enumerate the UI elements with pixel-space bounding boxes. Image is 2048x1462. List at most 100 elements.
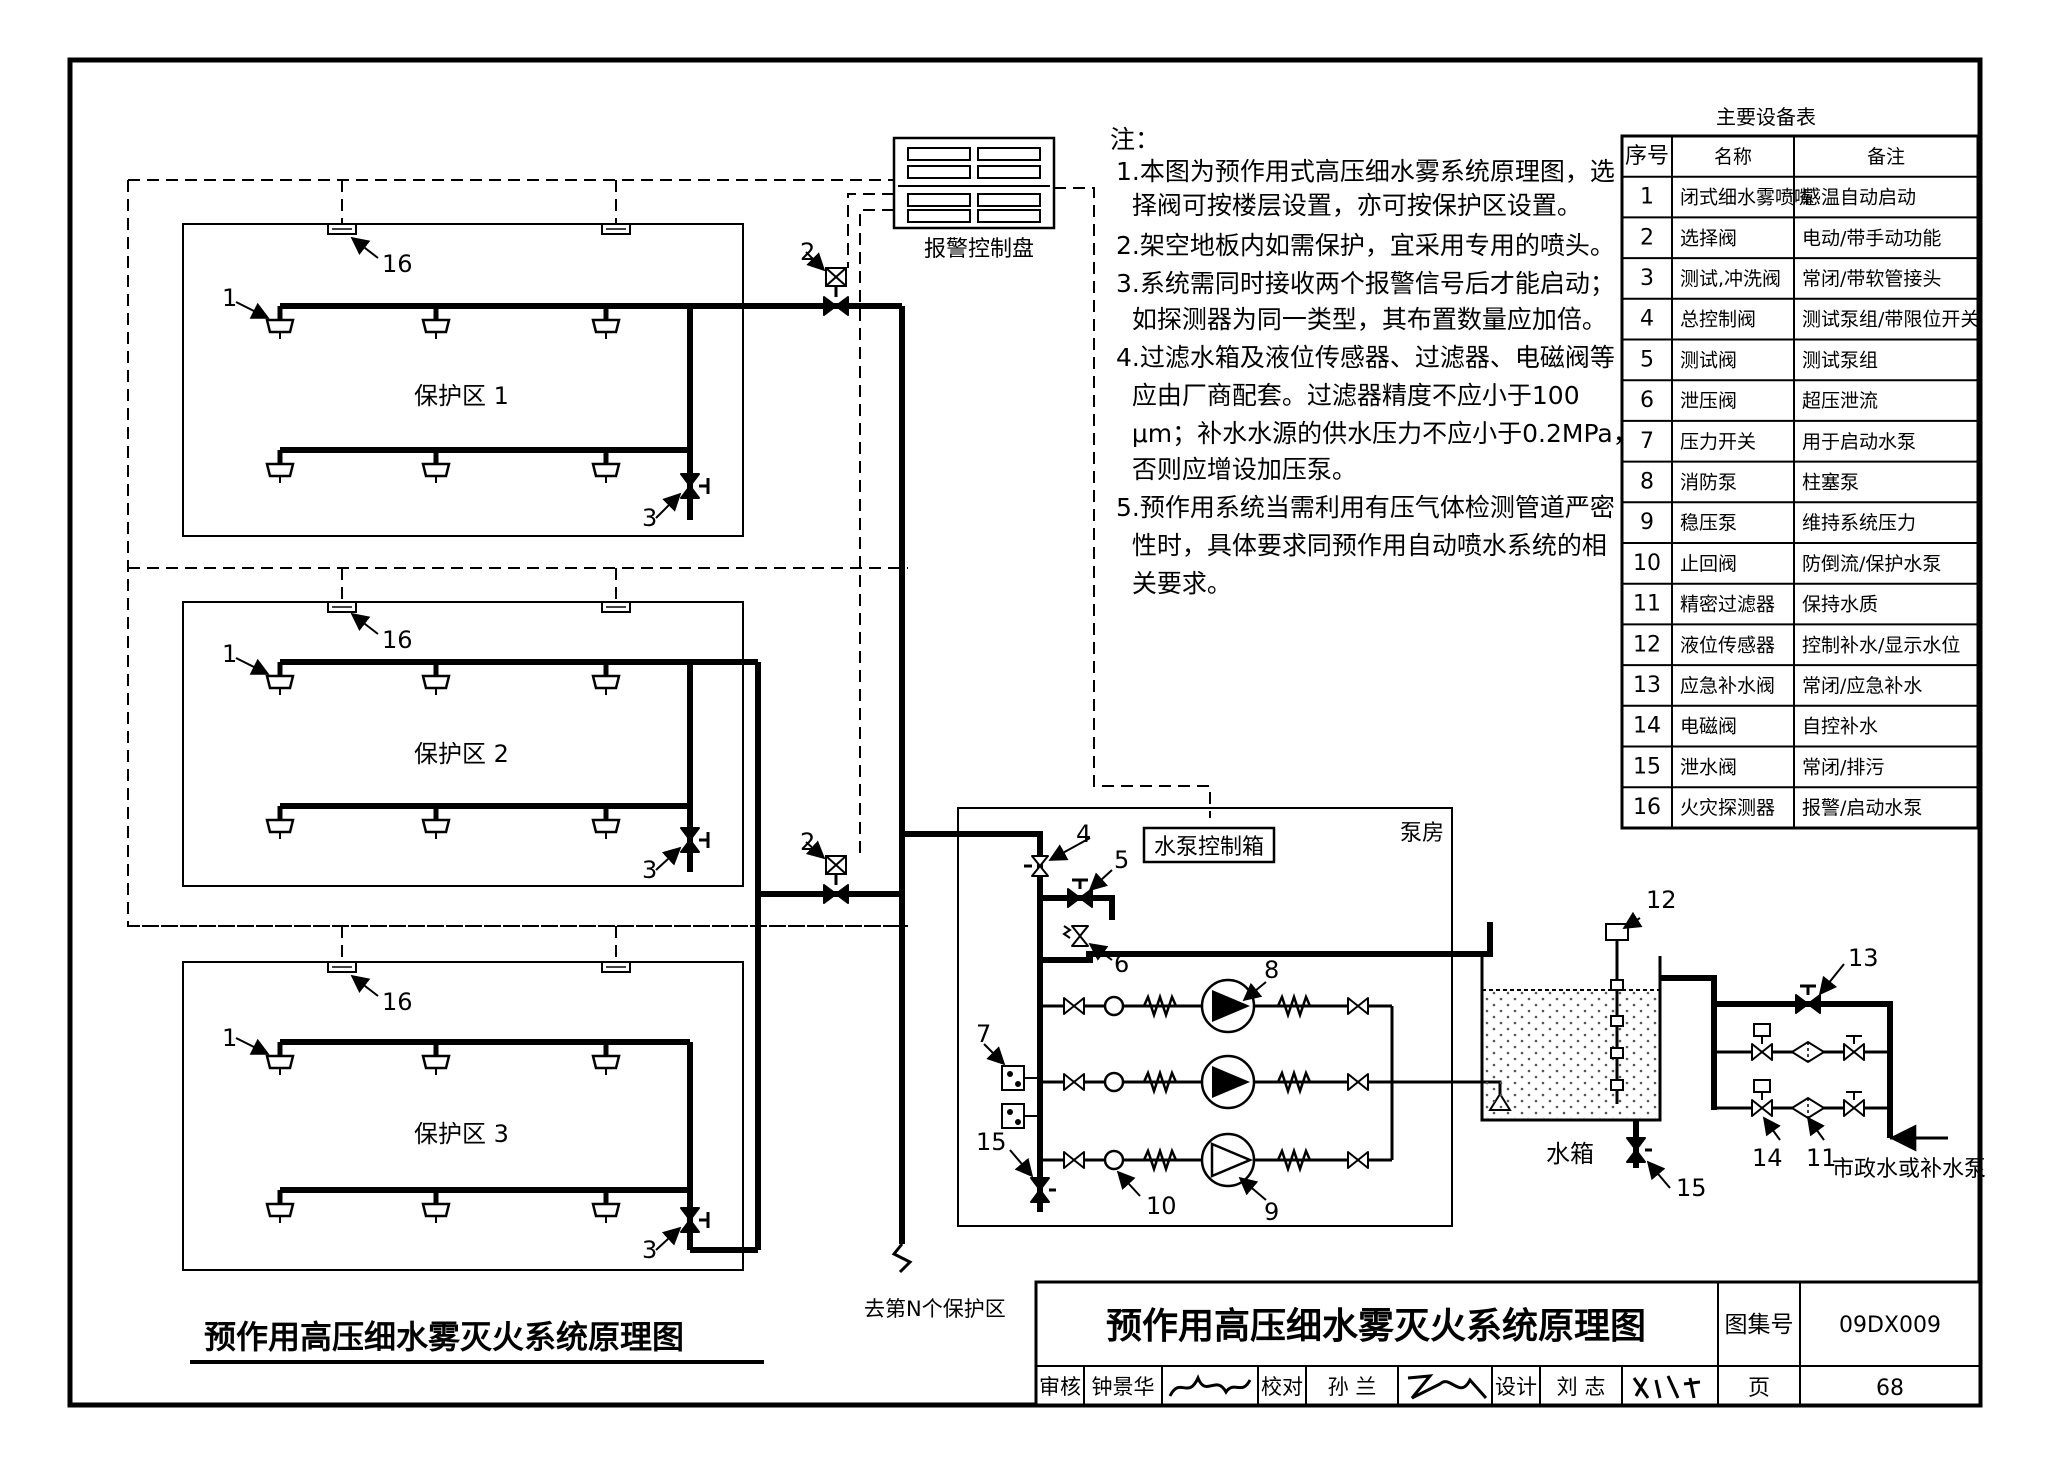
label-13: 13	[1848, 944, 1879, 972]
selector-valve-number: 2	[800, 238, 815, 266]
check-name: 孙 兰	[1328, 1375, 1377, 1399]
fine-filter-icon	[1791, 1041, 1825, 1063]
makeup-water: 13 14 11 市政水或补水泵	[1660, 944, 1986, 1182]
table-cell: 10	[1633, 551, 1661, 576]
note-line: 应由厂商配套。过滤器精度不应小于100	[1116, 381, 1580, 410]
mist-nozzle-icon	[593, 662, 619, 695]
table-cell: 柱塞泵	[1802, 471, 1859, 493]
zone-label: 保护区 2	[414, 740, 509, 768]
valve-icon	[1843, 1043, 1865, 1061]
table-cell: 闭式细水雾喷嘴	[1680, 187, 1813, 209]
table-cell: 压力开关	[1680, 431, 1756, 453]
valve-icon	[1347, 997, 1369, 1015]
note-line: 择阀可按楼层设置，亦可按保护区设置。	[1116, 191, 1582, 220]
note-line: μm；补水水源的供水压力不应小于0.2MPa，	[1116, 419, 1638, 448]
table-cell: 测试阀	[1680, 349, 1737, 371]
table-cell: 感温自动启动	[1802, 187, 1916, 209]
mist-nozzle-icon	[593, 1190, 619, 1223]
protection-zone-1: 16 1 3 保护区 1	[128, 179, 908, 537]
mist-nozzle-icon	[593, 806, 619, 839]
test-flush-valve-icon	[680, 1207, 700, 1233]
label-6: 6	[1114, 950, 1129, 978]
zone-label: 保护区 1	[414, 382, 509, 410]
signal-bus-left	[127, 180, 908, 927]
main-control-valve-icon	[1031, 855, 1049, 877]
valve-number: 3	[642, 856, 657, 884]
fine-filter-icon	[1791, 1097, 1825, 1119]
protection-zone-3: 16 1 3 保护区 3	[128, 925, 908, 1271]
table-cell: 总控制阀	[1680, 309, 1756, 331]
next-zone-label: 去第N个保护区	[864, 1297, 1006, 1321]
label-8: 8	[1264, 956, 1279, 984]
label-4: 4	[1076, 820, 1091, 848]
selector-valve-2: 2	[800, 828, 849, 904]
table-cell: 测试泵组	[1802, 349, 1878, 371]
label-11: 11	[1806, 1144, 1837, 1172]
detector-number: 16	[382, 988, 413, 1016]
pump-control-box-label: 水泵控制箱	[1154, 835, 1264, 860]
table-cell: 控制补水/显示水位	[1802, 634, 1960, 656]
label-5: 5	[1114, 846, 1129, 874]
table-cell: 用于启动水泵	[1802, 431, 1916, 453]
review-name: 钟景华	[1092, 1375, 1155, 1399]
alarm-panel-label: 报警控制盘	[924, 237, 1034, 262]
table-cell: 3	[1640, 266, 1654, 291]
table-cell: 6	[1640, 388, 1654, 413]
label-14: 14	[1752, 1144, 1783, 1172]
notes-block: 注： 1.本图为预作用式高压细水雾系统原理图，选 择阀可按楼层设置，亦可按保护区…	[1110, 125, 1638, 598]
valve-icon	[1063, 1073, 1085, 1091]
relief-valve-icon	[1071, 925, 1089, 947]
pump-row-3	[1040, 1132, 1392, 1188]
table-cell: 7	[1640, 429, 1654, 454]
mist-nozzle-icon	[593, 450, 619, 483]
mist-nozzle-icon	[267, 662, 293, 695]
fire-detector-icon	[601, 961, 631, 973]
table-cell: 8	[1640, 469, 1654, 494]
table-cell: 13	[1633, 673, 1661, 698]
selector-valve-1: 2	[800, 238, 849, 316]
table-cell: 精密过滤器	[1680, 594, 1775, 616]
notes-head: 注：	[1110, 125, 1160, 154]
pump-row-2	[1040, 1054, 1392, 1110]
detector-number: 16	[382, 250, 413, 278]
test-flush-valve-icon	[680, 473, 700, 499]
label-15: 15	[976, 1128, 1007, 1156]
check-label: 校对	[1261, 1375, 1303, 1399]
pressure-switch-icon	[1001, 1103, 1025, 1129]
page-label: 页	[1748, 1376, 1770, 1401]
design-label: 设计	[1495, 1375, 1537, 1399]
mist-nozzle-icon	[267, 1042, 293, 1075]
table-cell: 电磁阀	[1680, 716, 1737, 738]
table-cell: 报警/启动水泵	[1802, 797, 1922, 819]
mist-nozzle-icon	[423, 1042, 449, 1075]
note-line: 2.架空地板内如需保护，宜采用专用的喷头。	[1116, 231, 1615, 260]
table-header-cell: 序号	[1625, 144, 1669, 169]
table-cell: 自控补水	[1802, 716, 1878, 738]
table-cell: 应急补水阀	[1680, 675, 1775, 697]
atlas-number: 09DX009	[1839, 1313, 1941, 1338]
pump-room-label: 泵房	[1400, 821, 1444, 846]
fire-detector-icon	[601, 601, 631, 613]
test-flush-valve-icon	[680, 827, 700, 853]
valve-icon	[1063, 997, 1085, 1015]
table-cell: 11	[1633, 592, 1661, 617]
title-block: 预作用高压细水雾灭火系统原理图 图集号 09DX009 页 68 审核 钟景华 …	[1034, 1280, 1982, 1407]
table-cell: 9	[1640, 510, 1654, 535]
detector-number: 16	[382, 626, 413, 654]
table-cell: 16	[1633, 795, 1661, 820]
title-block-title: 预作用高压细水雾灭火系统原理图	[1106, 1306, 1646, 1347]
table-cell: 2	[1640, 225, 1654, 250]
table-cell: 电动/带手动功能	[1802, 227, 1941, 249]
table-cell: 12	[1633, 632, 1661, 657]
valve-number: 3	[642, 504, 657, 532]
table-cell: 14	[1633, 714, 1661, 739]
table-cell: 泄水阀	[1680, 756, 1737, 778]
table-cell: 泄压阀	[1680, 390, 1737, 412]
sheet-frame	[67, 57, 1983, 1408]
mist-nozzle-icon	[423, 306, 449, 339]
tank-drain-valve-icon	[1626, 1137, 1646, 1163]
label-10: 10	[1146, 1192, 1177, 1220]
selector-valve-icon	[823, 296, 849, 316]
mist-nozzle-icon	[267, 450, 293, 483]
